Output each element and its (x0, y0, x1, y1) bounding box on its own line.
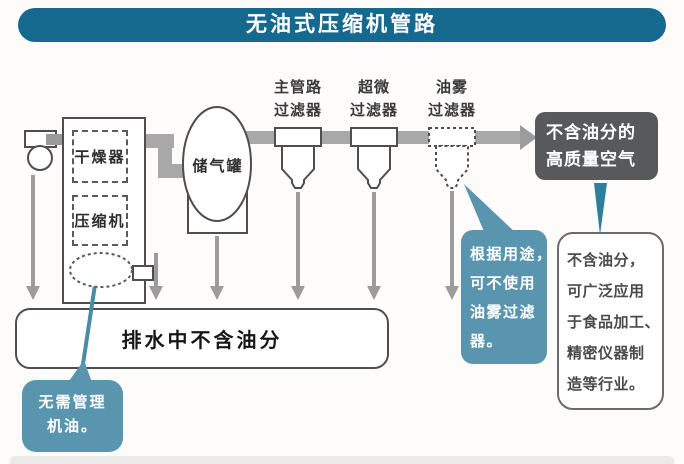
drain-arrow-icon (210, 236, 224, 300)
callout-no-oil-management: 无需管理 机油。 (22, 380, 123, 452)
compressor-box: 压缩机 (72, 195, 128, 246)
drain-arrow-icon (291, 192, 305, 300)
applications-box: 不含油分， 可广泛应用 于食品加工、 精密仪器制 造等行业。 (557, 232, 664, 410)
drain-box: 排水中不含油分 (15, 308, 389, 369)
applications-line3: 于食品加工、 (567, 314, 661, 331)
intake-filter (24, 130, 62, 171)
drain-arrow-icon (26, 175, 40, 300)
callout-mist-filter-optional: 根据用途， 可不使用 油雾过滤 器。 (461, 230, 553, 364)
clean-air-line2: 高质量空气 (546, 150, 636, 169)
filter-label-ultra-fine: 超微 过滤器 (349, 79, 398, 119)
applications-line1: 不含油分， (567, 252, 645, 269)
dryer-label: 干燥器 (74, 149, 126, 166)
compressor-unit-box: 干燥器 压缩机 (62, 117, 146, 304)
filter-label-oil-mist: 油雾 过滤器 (427, 79, 476, 119)
mist-line3: 油雾过滤 (470, 304, 537, 321)
ultra-fine-filter-shape (350, 127, 398, 189)
drain-arrow-icon (445, 191, 459, 300)
applications-line2: 可广泛应用 (567, 283, 645, 300)
mist-line2: 可不使用 (470, 275, 537, 292)
down-arrow-icon (594, 183, 607, 235)
bottom-strip (10, 456, 674, 464)
oil-mist-filter-shape (428, 127, 476, 189)
applications-line4: 精密仪器制 (567, 345, 645, 362)
clean-air-line1: 不含油分的 (546, 123, 636, 142)
filter-label-main-line: 主管路 过滤器 (273, 79, 322, 119)
main-line-filter-shape (274, 127, 322, 189)
pipe-main-line (214, 131, 522, 144)
drain-arrow-icon (367, 192, 381, 300)
drain-label: 排水中不含油分 (121, 330, 283, 352)
mist-line4: 器。 (470, 333, 504, 350)
drain-arrow-icon (149, 253, 163, 300)
mist-line1: 根据用途， (470, 246, 553, 263)
dryer-box: 干燥器 (72, 130, 128, 183)
no-oil-line2: 机油。 (46, 418, 98, 435)
title-bar: 无油式压缩机管路 (18, 8, 666, 42)
callout-mist-tail (464, 184, 517, 234)
compressor-label: 压缩机 (74, 213, 126, 230)
no-oil-line1: 无需管理 (38, 394, 107, 411)
applications-line5: 造等行业。 (567, 376, 645, 393)
clean-air-box: 不含油分的 高质量空气 (535, 112, 658, 180)
storage-tank-label: 储气罐 (192, 158, 244, 175)
